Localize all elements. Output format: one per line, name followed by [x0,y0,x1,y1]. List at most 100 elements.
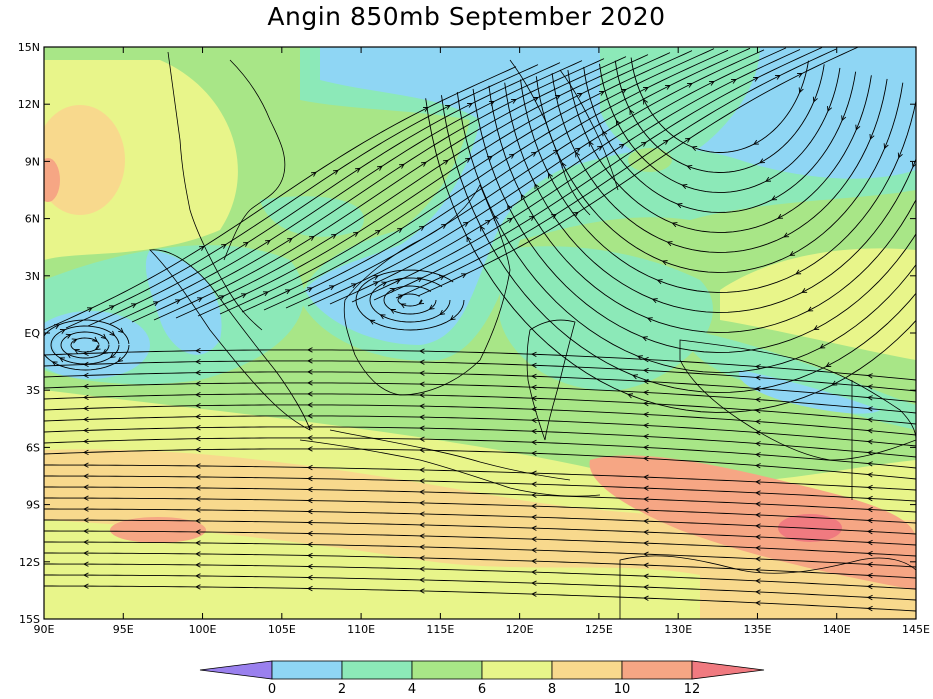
streamline-arrow [195,358,201,365]
streamline-arrow [419,359,425,365]
streamline [583,66,857,213]
streamline-arrow [531,450,537,457]
lon-label: 100E [189,623,217,636]
streamline-arrow [554,95,561,100]
streamline-arrow [510,99,517,104]
streamline-arrow [661,260,668,266]
streamline-arrow [867,472,873,478]
streamline-arrow [867,406,873,412]
streamline-arrow [307,402,313,408]
streamline-arrow [307,347,313,353]
colorbar-label: 10 [614,682,631,697]
streamline-arrow [195,485,201,491]
colorbar-label: 12 [684,682,701,697]
streamline-arrow [576,93,583,98]
streamline-arrow [419,544,425,550]
lon-label: 120E [506,623,534,636]
streamline [355,269,465,331]
streamline [44,393,916,425]
streamline [551,73,888,253]
streamline-arrow [486,155,493,161]
streamline-arrow [397,294,404,300]
streamline-arrow [419,381,425,387]
streamline-arrow [284,289,291,295]
streamline-arrow [53,324,60,330]
streamline-arrow [643,367,649,374]
streamline-arrow [195,424,201,431]
streamline-arrow [307,424,313,430]
streamline-arrow [867,484,873,491]
streamline-arrow [755,490,761,496]
streamline-arrow [418,225,425,231]
streamline-arrow [643,551,649,557]
streamline-arrow [100,333,107,340]
streamline-arrow [572,211,579,217]
streamline-arrow [418,299,425,305]
streamline-arrow [819,343,826,349]
streamline [44,486,916,513]
streamline-arrow [789,250,796,256]
streamline-arrow [686,165,693,171]
streamline-arrow [531,373,537,380]
streamline-arrow [307,541,313,548]
streamline-arrow [307,435,313,441]
streamline-arrow [755,375,761,381]
streamline-arrow [83,449,89,456]
streamline-arrow [867,506,873,513]
streamline-arrow [520,193,526,200]
streamline-arrow [813,325,820,330]
streamline-arrow [306,287,313,293]
streamline-arrow [195,435,201,442]
streamline-arrow [755,556,761,562]
lat-label: 9N [25,155,40,168]
streamline-arrow [422,107,429,112]
streamline-arrow [307,585,313,592]
streamline-arrow [109,352,116,359]
streamline-arrow [867,561,873,568]
lat-label: 3S [26,384,40,397]
streamline [417,47,859,297]
streamline [44,360,916,392]
streamline-arrow [530,151,537,157]
streamline [441,95,916,393]
streamline-arrow [575,151,581,158]
streamline-arrow [307,574,313,581]
colorbar-box [271,660,343,680]
streamline-arrow [400,303,407,309]
streamline-arrow [420,161,427,167]
streamline-arrow [531,525,537,531]
streamline-arrow [755,397,761,403]
streamline-arrow [548,172,553,179]
streamline-arrow [755,545,761,551]
streamline-arrow [419,511,425,517]
streamline-arrow [708,81,715,86]
streamline-arrow [195,540,201,546]
streamline-arrow [109,330,116,337]
streamline [44,404,916,436]
streamline [630,57,809,153]
colorbar-label: 6 [478,682,486,697]
streamline-arrow [262,291,269,297]
streamline-arrow [307,530,313,537]
streamline-arrow [86,307,93,313]
streamline-arrow [641,336,648,342]
streamline-arrow [771,195,778,201]
streamline-arrow [867,528,873,535]
streamline [329,47,787,305]
streamline-arrow [753,139,759,145]
streamline-arrow [195,507,201,513]
streamline-arrow [419,555,425,561]
streamline [567,70,872,233]
streamline-arrow [264,239,271,245]
streamline [599,63,841,193]
streamline-arrow [195,413,201,420]
streamline-arrow [867,572,873,579]
streamline [44,541,916,568]
streamline-arrow [65,333,72,339]
streamline-arrow [195,463,201,469]
streamline-arrow [419,577,425,583]
streamline [285,47,751,309]
streamline-arrow [642,87,649,92]
streamline [153,56,627,321]
